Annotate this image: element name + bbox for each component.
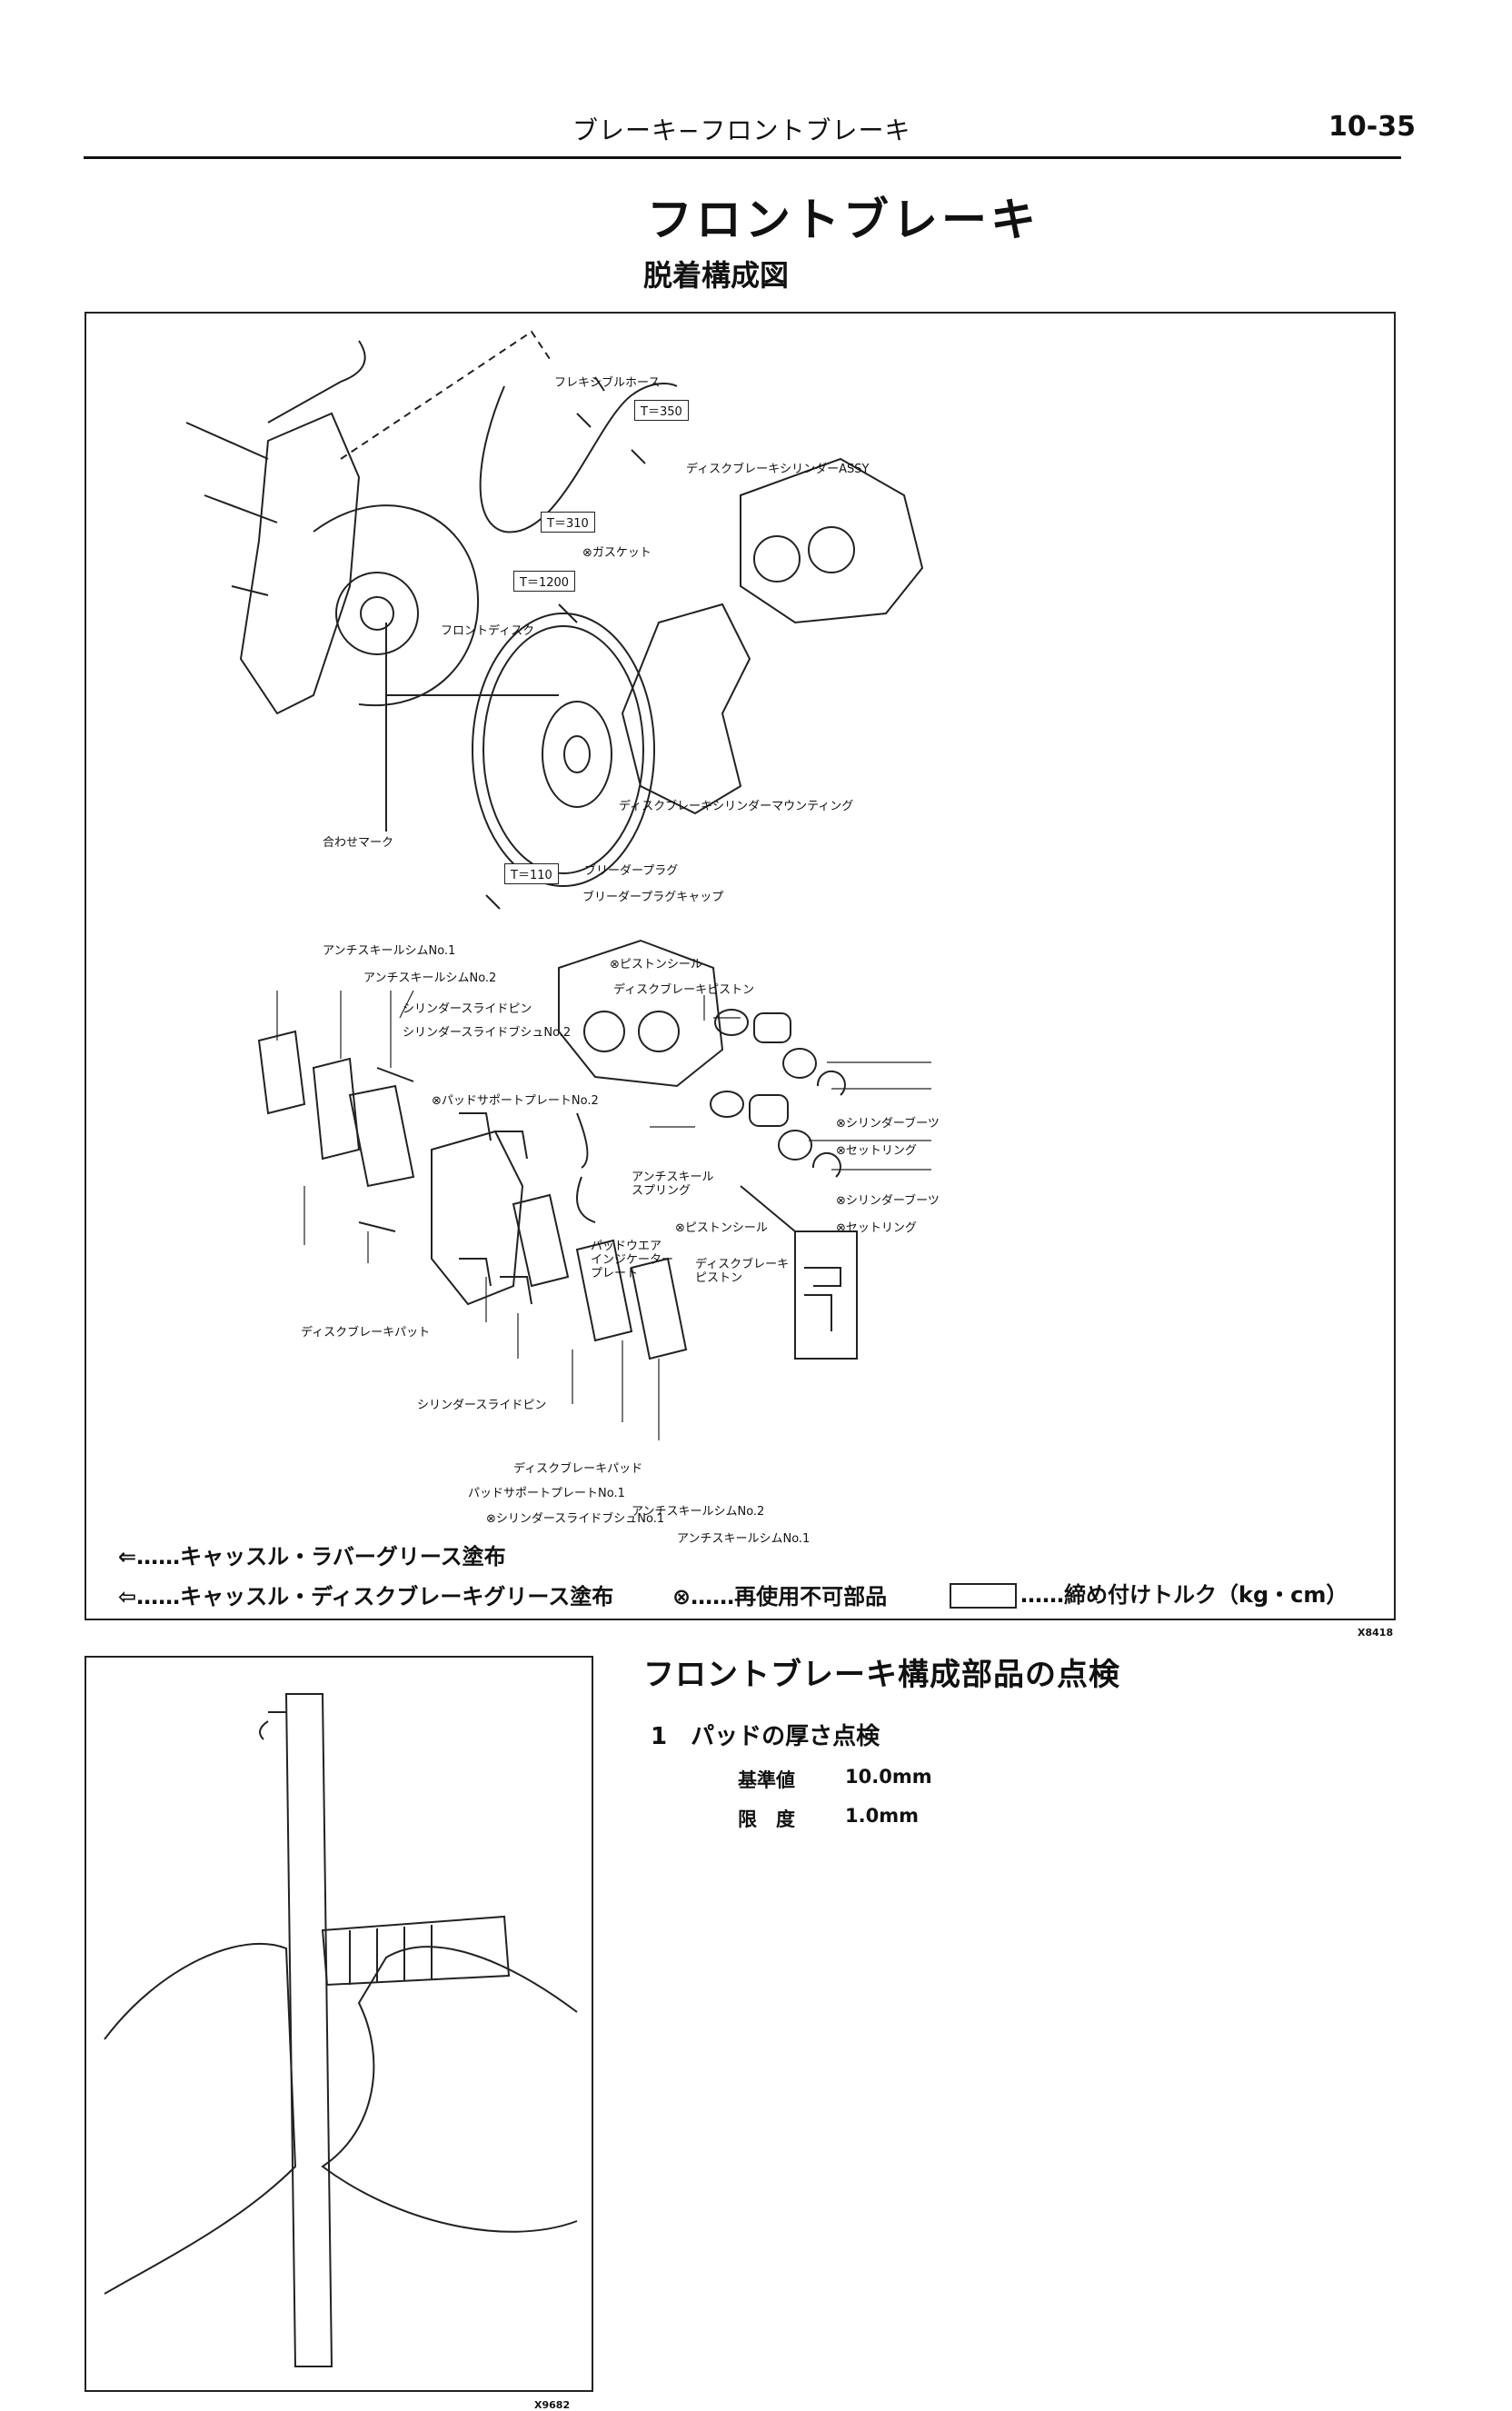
- legend-torque: ……締め付けトルク（kg・cm）: [950, 1577, 1348, 1609]
- exploded-diagram: フレキシブルホース T＝350 ディスクブレーキシリンダーASSY T＝310 …: [85, 312, 1396, 1620]
- legend-non-reusable: ⊗……再使用不可部品: [672, 1584, 888, 1609]
- label-bleeder-cap: ブリーダープラグキャップ: [582, 891, 724, 904]
- label-piston-mid: ディスクブレーキ ピストン: [695, 1258, 790, 1285]
- legend-rubber-grease: ⇐……キャッスル・ラバーグリース塗布: [118, 1544, 506, 1569]
- torque-box-symbol: [950, 1583, 1017, 1609]
- label-pad-support-no2: ⊗パッドサポートプレートNo.2: [432, 1094, 599, 1108]
- dust-shield: [313, 504, 480, 707]
- cylinder-mounting-upper: [621, 603, 751, 815]
- label-cylinder-mounting: ディスクブレーキシリンダーマウンティング: [619, 800, 854, 813]
- cylinder-slide-pin-bottom: [358, 1221, 396, 1232]
- label-front-disc: フロントディスク: [441, 624, 535, 638]
- label-slide-pin-bottom: シリンダースライドピン: [417, 1399, 547, 1412]
- label-slide-bushing-no2: シリンダースライドブシュNo.2: [403, 1026, 572, 1040]
- boot-detail-inset: [794, 1230, 858, 1360]
- legend-torque-text: ……締め付けトルク（kg・cm）: [1020, 1582, 1348, 1608]
- legend-disc-grease: ⇦……キャッスル・ディスクブレーキグリース塗布: [118, 1584, 614, 1609]
- label-match-mark: 合わせマーク: [323, 836, 394, 850]
- vernier-caliper: [321, 1915, 511, 1987]
- piston-top: [753, 1012, 791, 1043]
- label-cylinder-boot-2: ⊗シリンダーブーツ: [836, 1194, 940, 1208]
- label-slide-bushing-no1: ⊗シリンダースライドブシュNo.1: [486, 1512, 665, 1526]
- anti-squeal-spring: [576, 1112, 596, 1223]
- label-slide-pin-top: シリンダースライドピン: [403, 1002, 532, 1016]
- label-piston-top: ディスクブレーキピストン: [613, 983, 755, 997]
- torque-350: T＝350: [634, 400, 689, 421]
- cylinder-boot-2: [778, 1130, 812, 1161]
- torque-310: T＝310: [541, 512, 595, 533]
- label-shim-no2-bottom: アンチスキールシムNo.2: [632, 1505, 765, 1519]
- label-flexible-hose: フレキシブルホース: [554, 376, 661, 390]
- standard-label: 基準値: [738, 1769, 795, 1791]
- piston-seal-top: [714, 1009, 749, 1036]
- left-hand: [104, 1942, 297, 2295]
- anti-squeal-shim-no1-top: [257, 1030, 306, 1115]
- limit-value: 1.0mm: [845, 1805, 919, 1827]
- pad-support-plate-no2: [459, 1112, 528, 1160]
- cylinder-mounting-lower: [431, 1130, 524, 1306]
- photo-code: X9682: [534, 2399, 571, 2411]
- page-title: フロントブレーキ: [647, 194, 1040, 246]
- label-gasket: ⊗ガスケット: [582, 546, 652, 560]
- label-anti-squeal-spring: アンチスキール スプリング: [632, 1171, 714, 1198]
- label-shim-no1-top: アンチスキールシムNo.1: [323, 944, 456, 958]
- set-ring-1: [816, 1070, 846, 1096]
- disc-brake-pad-right: [512, 1193, 570, 1288]
- label-disc-brake-pad-left: ディスクブレーキパット: [301, 1326, 431, 1340]
- standard-value: 10.0mm: [845, 1766, 932, 1788]
- caliper-assy-lower: [558, 939, 724, 1088]
- label-set-ring-2: ⊗セットリング: [836, 1221, 917, 1235]
- anti-squeal-shim-no2-bottom: [575, 1239, 633, 1342]
- set-ring-2: [811, 1151, 841, 1178]
- label-cylinder-assy: ディスクブレーキシリンダーASSY: [686, 463, 870, 476]
- hub: [335, 572, 419, 655]
- piston-mid: [749, 1094, 789, 1127]
- caliper-measure-drawing: [104, 1693, 578, 2367]
- label-wear-indicator: パッドウエア インジケーター プレート: [591, 1240, 674, 1280]
- label-cylinder-boot-1: ⊗シリンダーブーツ: [836, 1117, 940, 1131]
- header-rule: [84, 156, 1401, 159]
- label-piston-seal-mid: ⊗ピストンシール: [675, 1221, 768, 1235]
- pad-measurement-illustration: [85, 1656, 593, 2392]
- disc-brake-pad-left: [348, 1084, 415, 1188]
- front-disc: [472, 613, 655, 887]
- label-shim-no2-top: アンチスキールシムNo.2: [363, 971, 497, 985]
- label-piston-seal-top: ⊗ピストンシール: [610, 958, 702, 971]
- label-pad-support-no1: パッドサポートプレートNo.1: [468, 1487, 625, 1500]
- running-header-title: ブレーキ−フロントブレーキ: [572, 115, 911, 145]
- label-shim-no1-bottom: アンチスキールシムNo.1: [677, 1532, 811, 1546]
- inspection-title: フロントブレーキ構成部品の点検: [643, 1657, 1120, 1693]
- inspection-step: 1 パッドの厚さ点検: [651, 1723, 880, 1750]
- steering-knuckle: [239, 412, 361, 715]
- label-disc-brake-pad-bottom: ディスクブレーキパッド: [513, 1462, 643, 1476]
- caliper-assy-upper: [740, 457, 924, 624]
- cylinder-slide-pin-top: [376, 1067, 414, 1082]
- diagram-illustration: [185, 330, 931, 1440]
- torque-1200: T＝1200: [513, 571, 576, 592]
- right-hand: [321, 1946, 578, 2233]
- section-subtitle: 脱着構成図: [643, 258, 790, 293]
- diagram-code: X8418: [1358, 1627, 1394, 1639]
- label-bleeder-plug: ブリーダープラグ: [584, 864, 679, 878]
- anti-squeal-shim-no1-bottom: [630, 1257, 688, 1360]
- label-set-ring-1: ⊗セットリング: [836, 1144, 917, 1158]
- piston-seal-mid: [710, 1091, 744, 1118]
- brake-pad-figure: [284, 1693, 333, 2367]
- cylinder-boot-1: [782, 1048, 817, 1079]
- pad-support-plate-no1: [459, 1258, 532, 1305]
- anti-squeal-shim-no2-top: [312, 1057, 361, 1161]
- torque-110: T＝110: [504, 863, 559, 884]
- limit-label: 限 度: [738, 1808, 795, 1830]
- page-number: 10-35: [1328, 111, 1416, 143]
